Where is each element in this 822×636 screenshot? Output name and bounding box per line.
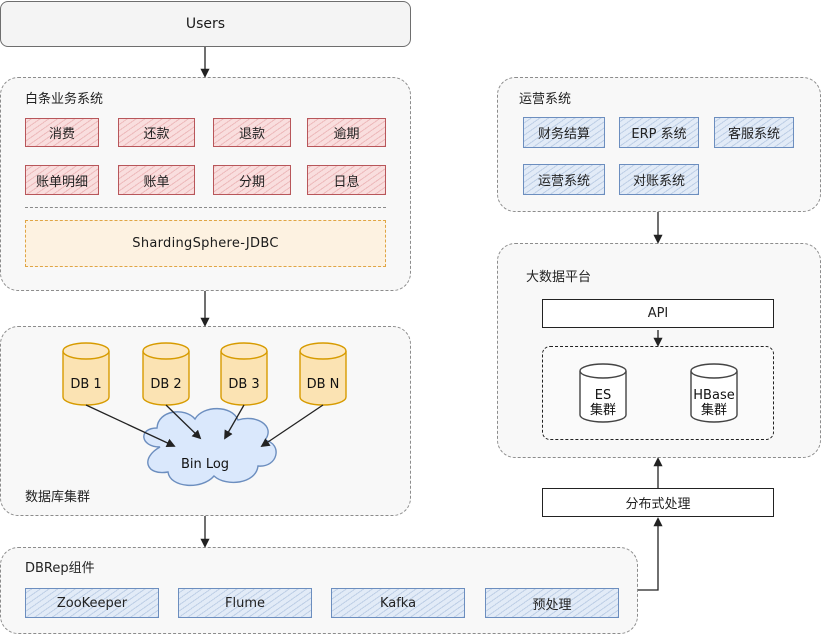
business-item-overdue: 逾期 (307, 118, 386, 147)
db-cluster-title: 数据库集群 (25, 490, 91, 505)
db-3-label: DB 3 (228, 377, 260, 392)
hbase-label-line2: 集群 (700, 403, 727, 418)
sharding-jdbc-box: ShardingSphere-JDBC (25, 220, 386, 267)
db-1-label: DB 1 (70, 377, 102, 392)
business-item-daily-interest: 日息 (307, 165, 386, 195)
ops-item-finance: 财务结算 (523, 117, 605, 148)
business-item-refund: 退款 (213, 118, 291, 147)
es-label-line2: 集群 (589, 403, 616, 418)
bigdata-title: 大数据平台 (526, 270, 592, 285)
business-item-consume: 消费 (25, 118, 99, 147)
dbrep-item-kafka: Kafka (331, 588, 465, 618)
users-label: Users (185, 16, 226, 32)
business-item-bill: 账单 (118, 165, 195, 195)
dbrep-item-flume: Flume (178, 588, 312, 618)
business-system-title: 白条业务系统 (25, 92, 104, 107)
business-divider (25, 207, 386, 208)
ops-item-reconcile: 对账系统 (619, 164, 699, 195)
business-item-bill-detail: 账单明细 (25, 165, 99, 195)
binlog-label: Bin Log (180, 457, 230, 472)
db-n-label: DB N (306, 377, 340, 392)
business-item-repay: 还款 (118, 118, 195, 147)
business-item-installment: 分期 (213, 165, 291, 195)
ops-system-title: 运营系统 (519, 92, 572, 107)
users-node: Users (0, 1, 411, 47)
dbrep-item-preprocess: 预处理 (485, 588, 619, 618)
dbrep-title: DBRep组件 (25, 561, 95, 576)
es-label-line1: ES (594, 388, 612, 403)
ops-item-erp: ERP 系统 (619, 117, 699, 148)
distributed-processing-box: 分布式处理 (542, 488, 774, 517)
arrow-dbrep-to-distributed (638, 517, 663, 591)
hbase-label-line1: HBase (693, 388, 735, 403)
ops-item-operations: 运营系统 (523, 164, 605, 195)
api-box: API (542, 299, 774, 328)
ops-item-customer-service: 客服系统 (714, 117, 794, 148)
db-2-label: DB 2 (150, 377, 182, 392)
dbrep-item-zookeeper: ZooKeeper (25, 588, 159, 618)
